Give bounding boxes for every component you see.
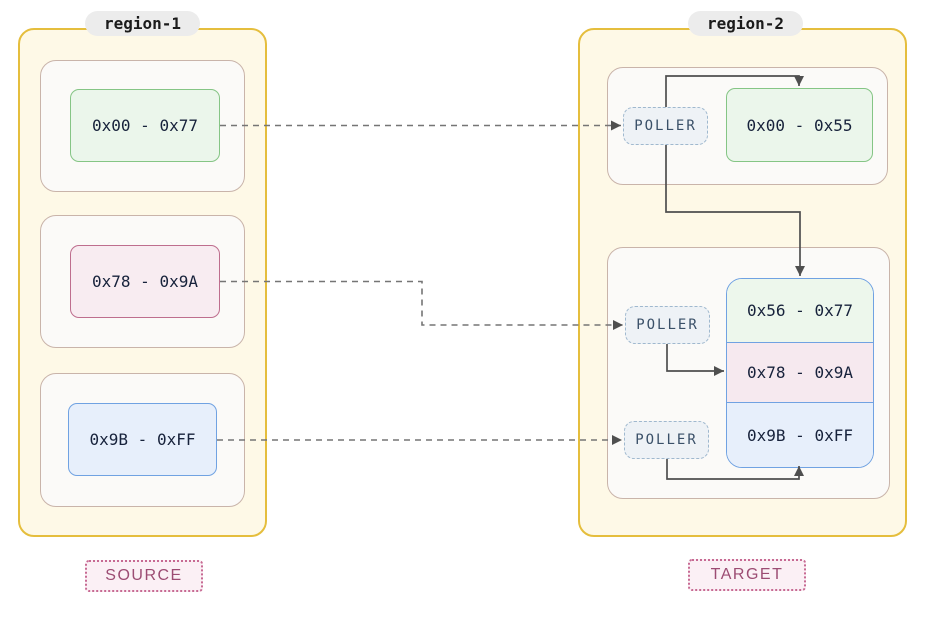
source-badge: SOURCE — [85, 560, 203, 592]
target-range-segment-2: 0x78 - 0x9A — [727, 342, 873, 403]
dashed-connector-source2-poller2 — [220, 280, 623, 330]
source-range-block-3: 0x9B - 0xFF — [68, 403, 217, 476]
source-range-block-2: 0x78 - 0x9A — [70, 245, 220, 318]
target-stacked-block: 0x56 - 0x77 0x78 - 0x9A 0x9B - 0xFF — [726, 278, 874, 468]
target-badge: TARGET — [688, 559, 806, 591]
source-range-block-1: 0x00 - 0x77 — [70, 89, 220, 162]
target-region-title: region-2 — [688, 11, 803, 36]
poller-3: POLLER — [624, 421, 709, 459]
poller-2: POLLER — [625, 306, 710, 344]
target-range-segment-1: 0x56 - 0x77 — [727, 279, 873, 342]
target-range-segment-3: 0x9B - 0xFF — [727, 403, 873, 467]
target-range-block-upper: 0x00 - 0x55 — [726, 88, 873, 162]
poller-1: POLLER — [623, 107, 708, 145]
source-region-title: region-1 — [85, 11, 200, 36]
